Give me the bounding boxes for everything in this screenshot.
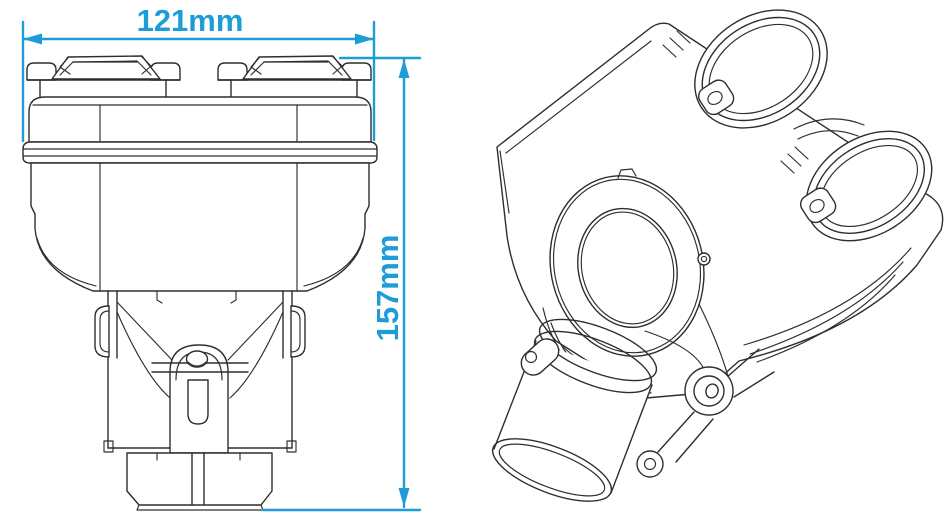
isometric-view bbox=[491, 9, 944, 502]
iso-socket-upper bbox=[662, 9, 828, 129]
ring-band bbox=[22, 141, 378, 164]
height-dimension: 157mm bbox=[261, 56, 422, 512]
center-post bbox=[151, 344, 249, 454]
arrow-up-icon bbox=[398, 59, 410, 78]
side-plate-tab bbox=[617, 168, 637, 179]
iso-plug-cylinder bbox=[491, 318, 658, 502]
width-dimension-label: 121mm bbox=[137, 3, 244, 38]
mount-hole bbox=[643, 457, 657, 471]
hinge-knuckle-hole bbox=[707, 90, 723, 106]
iso-side-plate bbox=[549, 168, 711, 357]
upper-housing bbox=[28, 96, 372, 143]
arrow-left-icon bbox=[23, 33, 42, 45]
iso-pivot-hub bbox=[636, 348, 775, 478]
mount-hole bbox=[524, 350, 538, 364]
iso-mount-tab-left bbox=[520, 338, 560, 376]
dimension-annotations: 121mm 157mm bbox=[21, 3, 422, 512]
main-body bbox=[30, 162, 370, 304]
arm-tab bbox=[636, 450, 664, 478]
latch-knob bbox=[697, 252, 711, 266]
height-dimension-label: 157mm bbox=[370, 235, 405, 342]
iso-cap-arcs bbox=[793, 118, 865, 140]
bottom-plug bbox=[126, 452, 273, 511]
iso-socket-lower bbox=[780, 130, 933, 242]
arrow-right-icon bbox=[355, 33, 374, 45]
hinge-knuckle-hole bbox=[809, 198, 825, 214]
arrow-down-icon bbox=[398, 488, 410, 507]
width-dimension: 121mm bbox=[21, 3, 376, 143]
socket-cap-left bbox=[26, 55, 181, 81]
front-view bbox=[22, 55, 378, 511]
cap-stems bbox=[39, 79, 358, 98]
socket-cap-right bbox=[217, 55, 372, 81]
